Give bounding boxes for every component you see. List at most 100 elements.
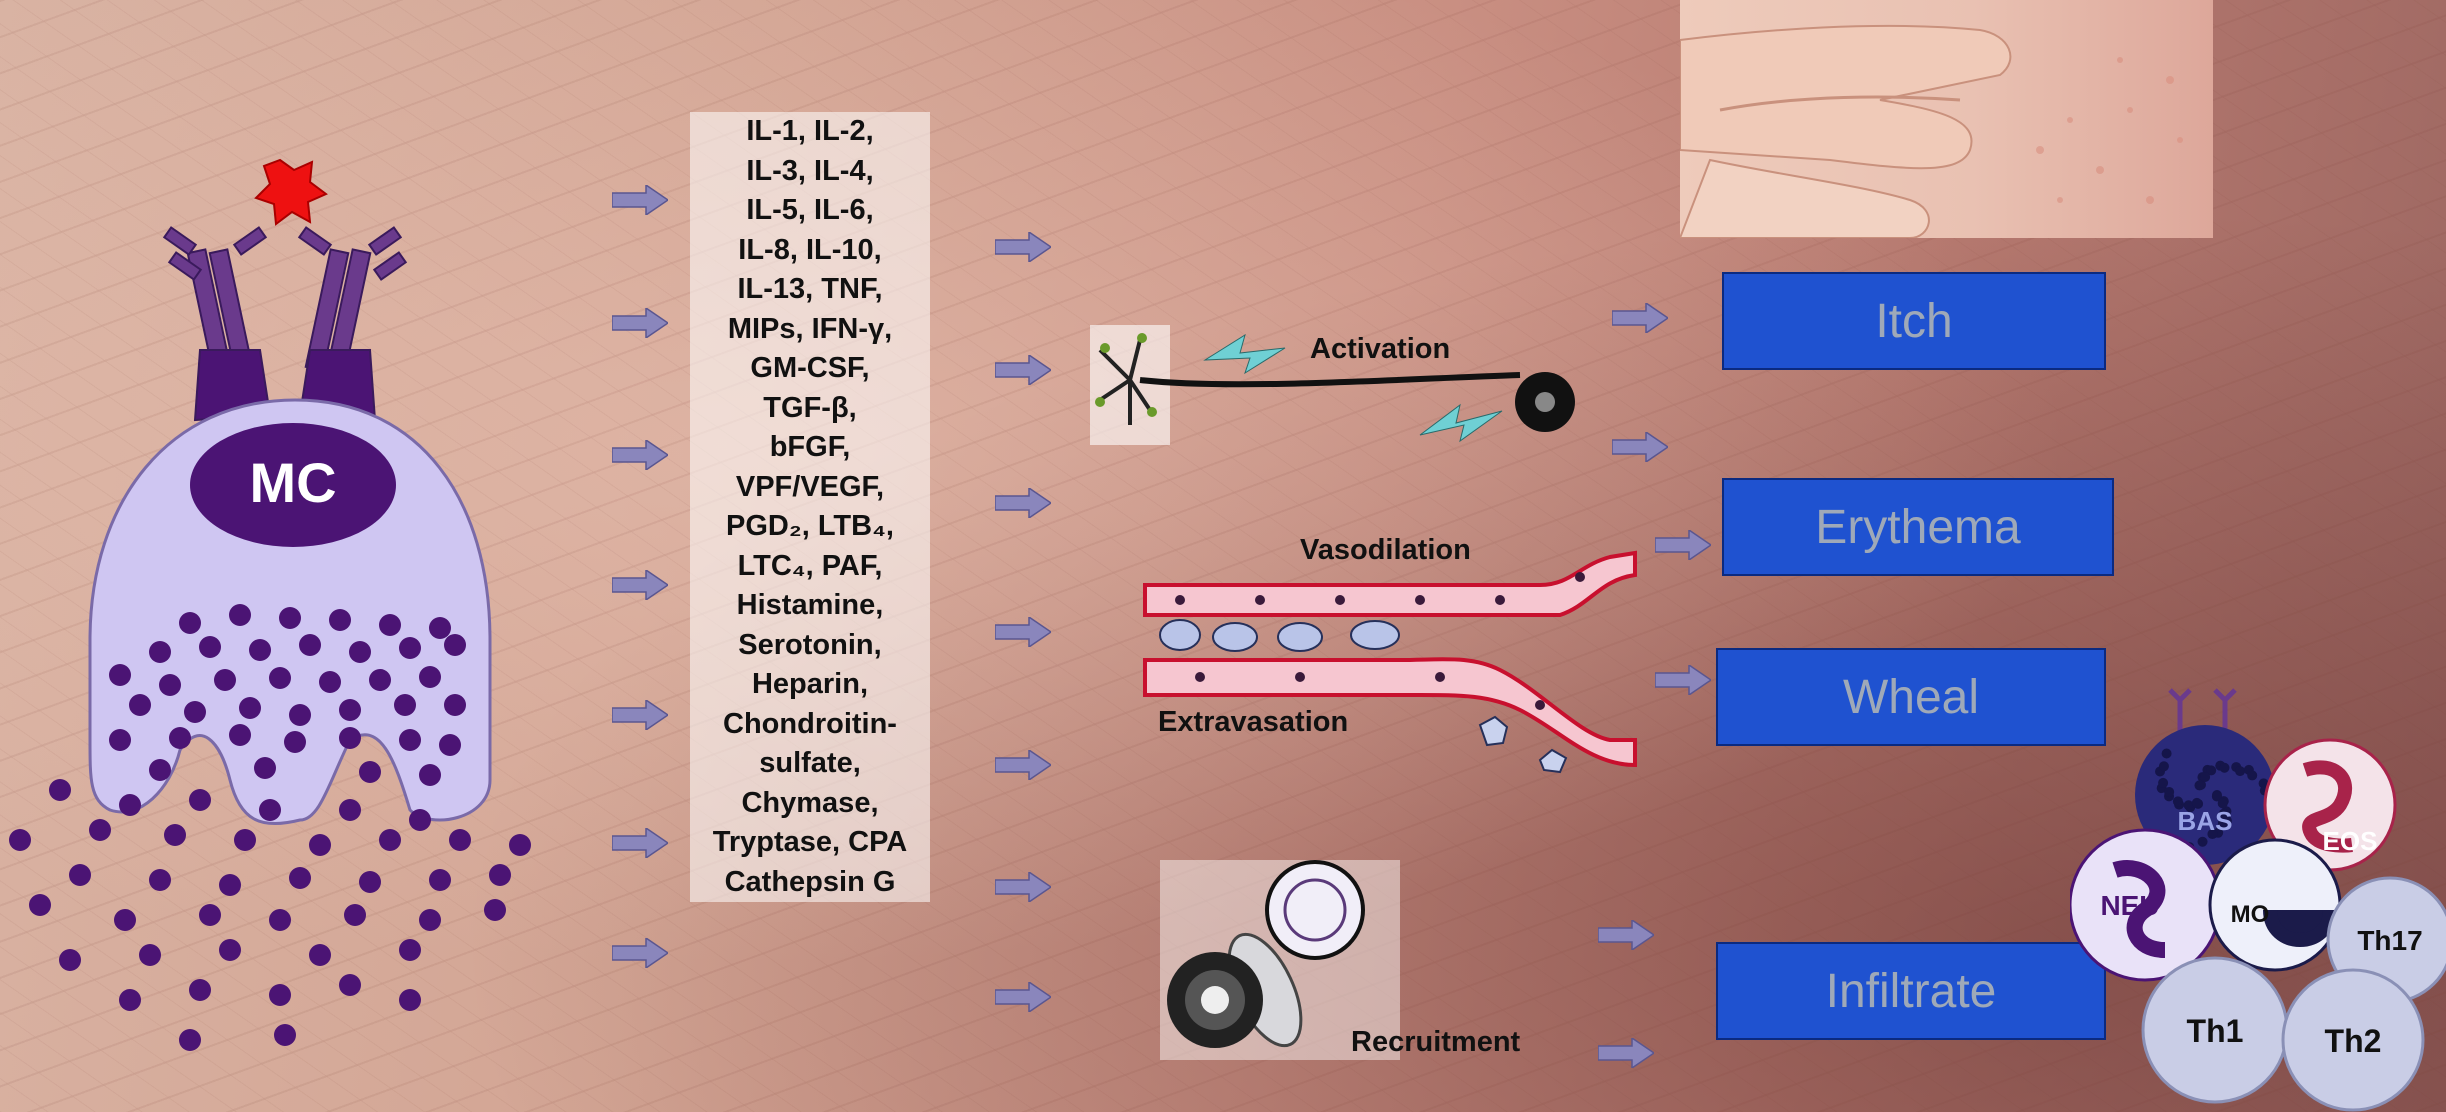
granule-dot	[119, 989, 141, 1011]
arrow-icon	[612, 440, 668, 470]
mo-label: MO	[2231, 901, 2270, 928]
mediator-line: Histamine,	[690, 586, 930, 626]
granule-dot	[399, 637, 421, 659]
granule-dot	[409, 809, 431, 831]
granule-dot	[169, 727, 191, 749]
scratching-hand-illustration	[1680, 0, 2213, 238]
granule-dot	[349, 641, 371, 663]
granule-dot	[254, 757, 276, 779]
granule-dot	[399, 729, 421, 751]
mediator-line: Chondroitin-	[690, 705, 930, 745]
mediator-list: IL-1, IL-2,IL-3, IL-4,IL-5, IL-6,IL-8, I…	[690, 112, 930, 902]
immune-cells-cluster: BAS EOS NEU MO Th17 Th1 Th2	[2070, 660, 2446, 1112]
granule-dot	[269, 909, 291, 931]
recruitment-label: Recruitment	[1351, 1026, 1520, 1059]
granule-dot	[149, 641, 171, 663]
granule-dot	[484, 899, 506, 921]
extravasation-label: Extravasation	[1158, 706, 1348, 739]
granule-dot	[229, 604, 251, 626]
mediator-line: IL-3, IL-4,	[690, 152, 930, 192]
granule-dot	[249, 639, 271, 661]
granule-dot	[109, 664, 131, 686]
blood-vessel-illustration	[1140, 545, 1650, 775]
arrow-icon	[612, 185, 668, 215]
granule-dot	[179, 612, 201, 634]
basophil-granule	[2173, 796, 2183, 806]
th2-label: Th2	[2325, 1023, 2382, 1059]
mediator-line: Chymase,	[690, 784, 930, 824]
arrow-icon	[995, 872, 1051, 902]
itch-box: Itch	[1722, 272, 2106, 370]
granule-dot	[269, 667, 291, 689]
granule-dot	[449, 829, 471, 851]
granule-dot	[429, 617, 451, 639]
granule-dot	[444, 634, 466, 656]
mediator-line: bFGF,	[690, 428, 930, 468]
granule-dot	[284, 731, 306, 753]
mediator-line: IL-5, IL-6,	[690, 191, 930, 231]
th1-label: Th1	[2187, 1013, 2244, 1049]
arrow-icon	[1655, 530, 1711, 560]
granule-dot	[309, 834, 331, 856]
basophil-granule	[2220, 763, 2230, 773]
granule-dot	[429, 869, 451, 891]
mediator-line: Heparin,	[690, 665, 930, 705]
granule-dot	[419, 666, 441, 688]
granule-dot	[139, 944, 161, 966]
wheal-box: Wheal	[1716, 648, 2106, 746]
mast-cell-label: MC	[249, 451, 336, 514]
basophil-granule	[2247, 770, 2257, 780]
mediator-line: LTC₄, PAF,	[690, 547, 930, 587]
granule-dot	[319, 671, 341, 693]
granule-dot	[129, 694, 151, 716]
granule-dot	[289, 704, 311, 726]
mediator-line: IL-8, IL-10,	[690, 231, 930, 271]
arrow-icon	[612, 308, 668, 338]
granule-dot	[29, 894, 51, 916]
granule-dot	[339, 799, 361, 821]
neu-label: NEU	[2100, 890, 2159, 921]
basophil-granule	[2159, 761, 2169, 771]
granule-dot	[109, 729, 131, 751]
granule-dot	[69, 864, 91, 886]
granule-dot	[399, 989, 421, 1011]
arrow-icon	[1612, 432, 1668, 462]
mediator-line: Cathepsin G	[690, 863, 930, 903]
granule-dot	[9, 829, 31, 851]
itch-photo	[1680, 0, 2213, 238]
arrow-icon	[1598, 1038, 1654, 1068]
arrow-icon	[612, 828, 668, 858]
mediator-line: IL-13, TNF,	[690, 270, 930, 310]
granule-dot	[179, 1029, 201, 1051]
arrow-icon	[612, 700, 668, 730]
granule-dot	[49, 779, 71, 801]
granule-dot	[419, 909, 441, 931]
mediator-line: Tryptase, CPA	[690, 823, 930, 863]
granule-dot	[309, 944, 331, 966]
granule-dot	[184, 701, 206, 723]
mediator-line: MIPs, IFN-γ,	[690, 310, 930, 350]
granule-dot	[214, 669, 236, 691]
granule-dot	[279, 607, 301, 629]
arrow-icon	[995, 982, 1051, 1012]
granule-dot	[379, 829, 401, 851]
granule-dot	[114, 909, 136, 931]
granule-dot	[259, 799, 281, 821]
granule-dot	[339, 974, 361, 996]
granule-dot	[164, 824, 186, 846]
granule-dot	[159, 674, 181, 696]
granule-dot	[439, 734, 461, 756]
granule-dot	[59, 949, 81, 971]
basophil-granule	[2235, 766, 2245, 776]
eos-label: EOS	[2323, 826, 2378, 856]
mast-cell-illustration: MC	[0, 140, 560, 1080]
arrow-icon	[1612, 303, 1668, 333]
basophil-granule	[2200, 772, 2210, 782]
mediator-line: TGF-β,	[690, 389, 930, 429]
bas-label: BAS	[2178, 806, 2233, 836]
granule-dot	[369, 669, 391, 691]
arrow-icon	[995, 232, 1051, 262]
granule-dot	[299, 634, 321, 656]
granule-dot	[199, 904, 221, 926]
granule-dot	[359, 871, 381, 893]
